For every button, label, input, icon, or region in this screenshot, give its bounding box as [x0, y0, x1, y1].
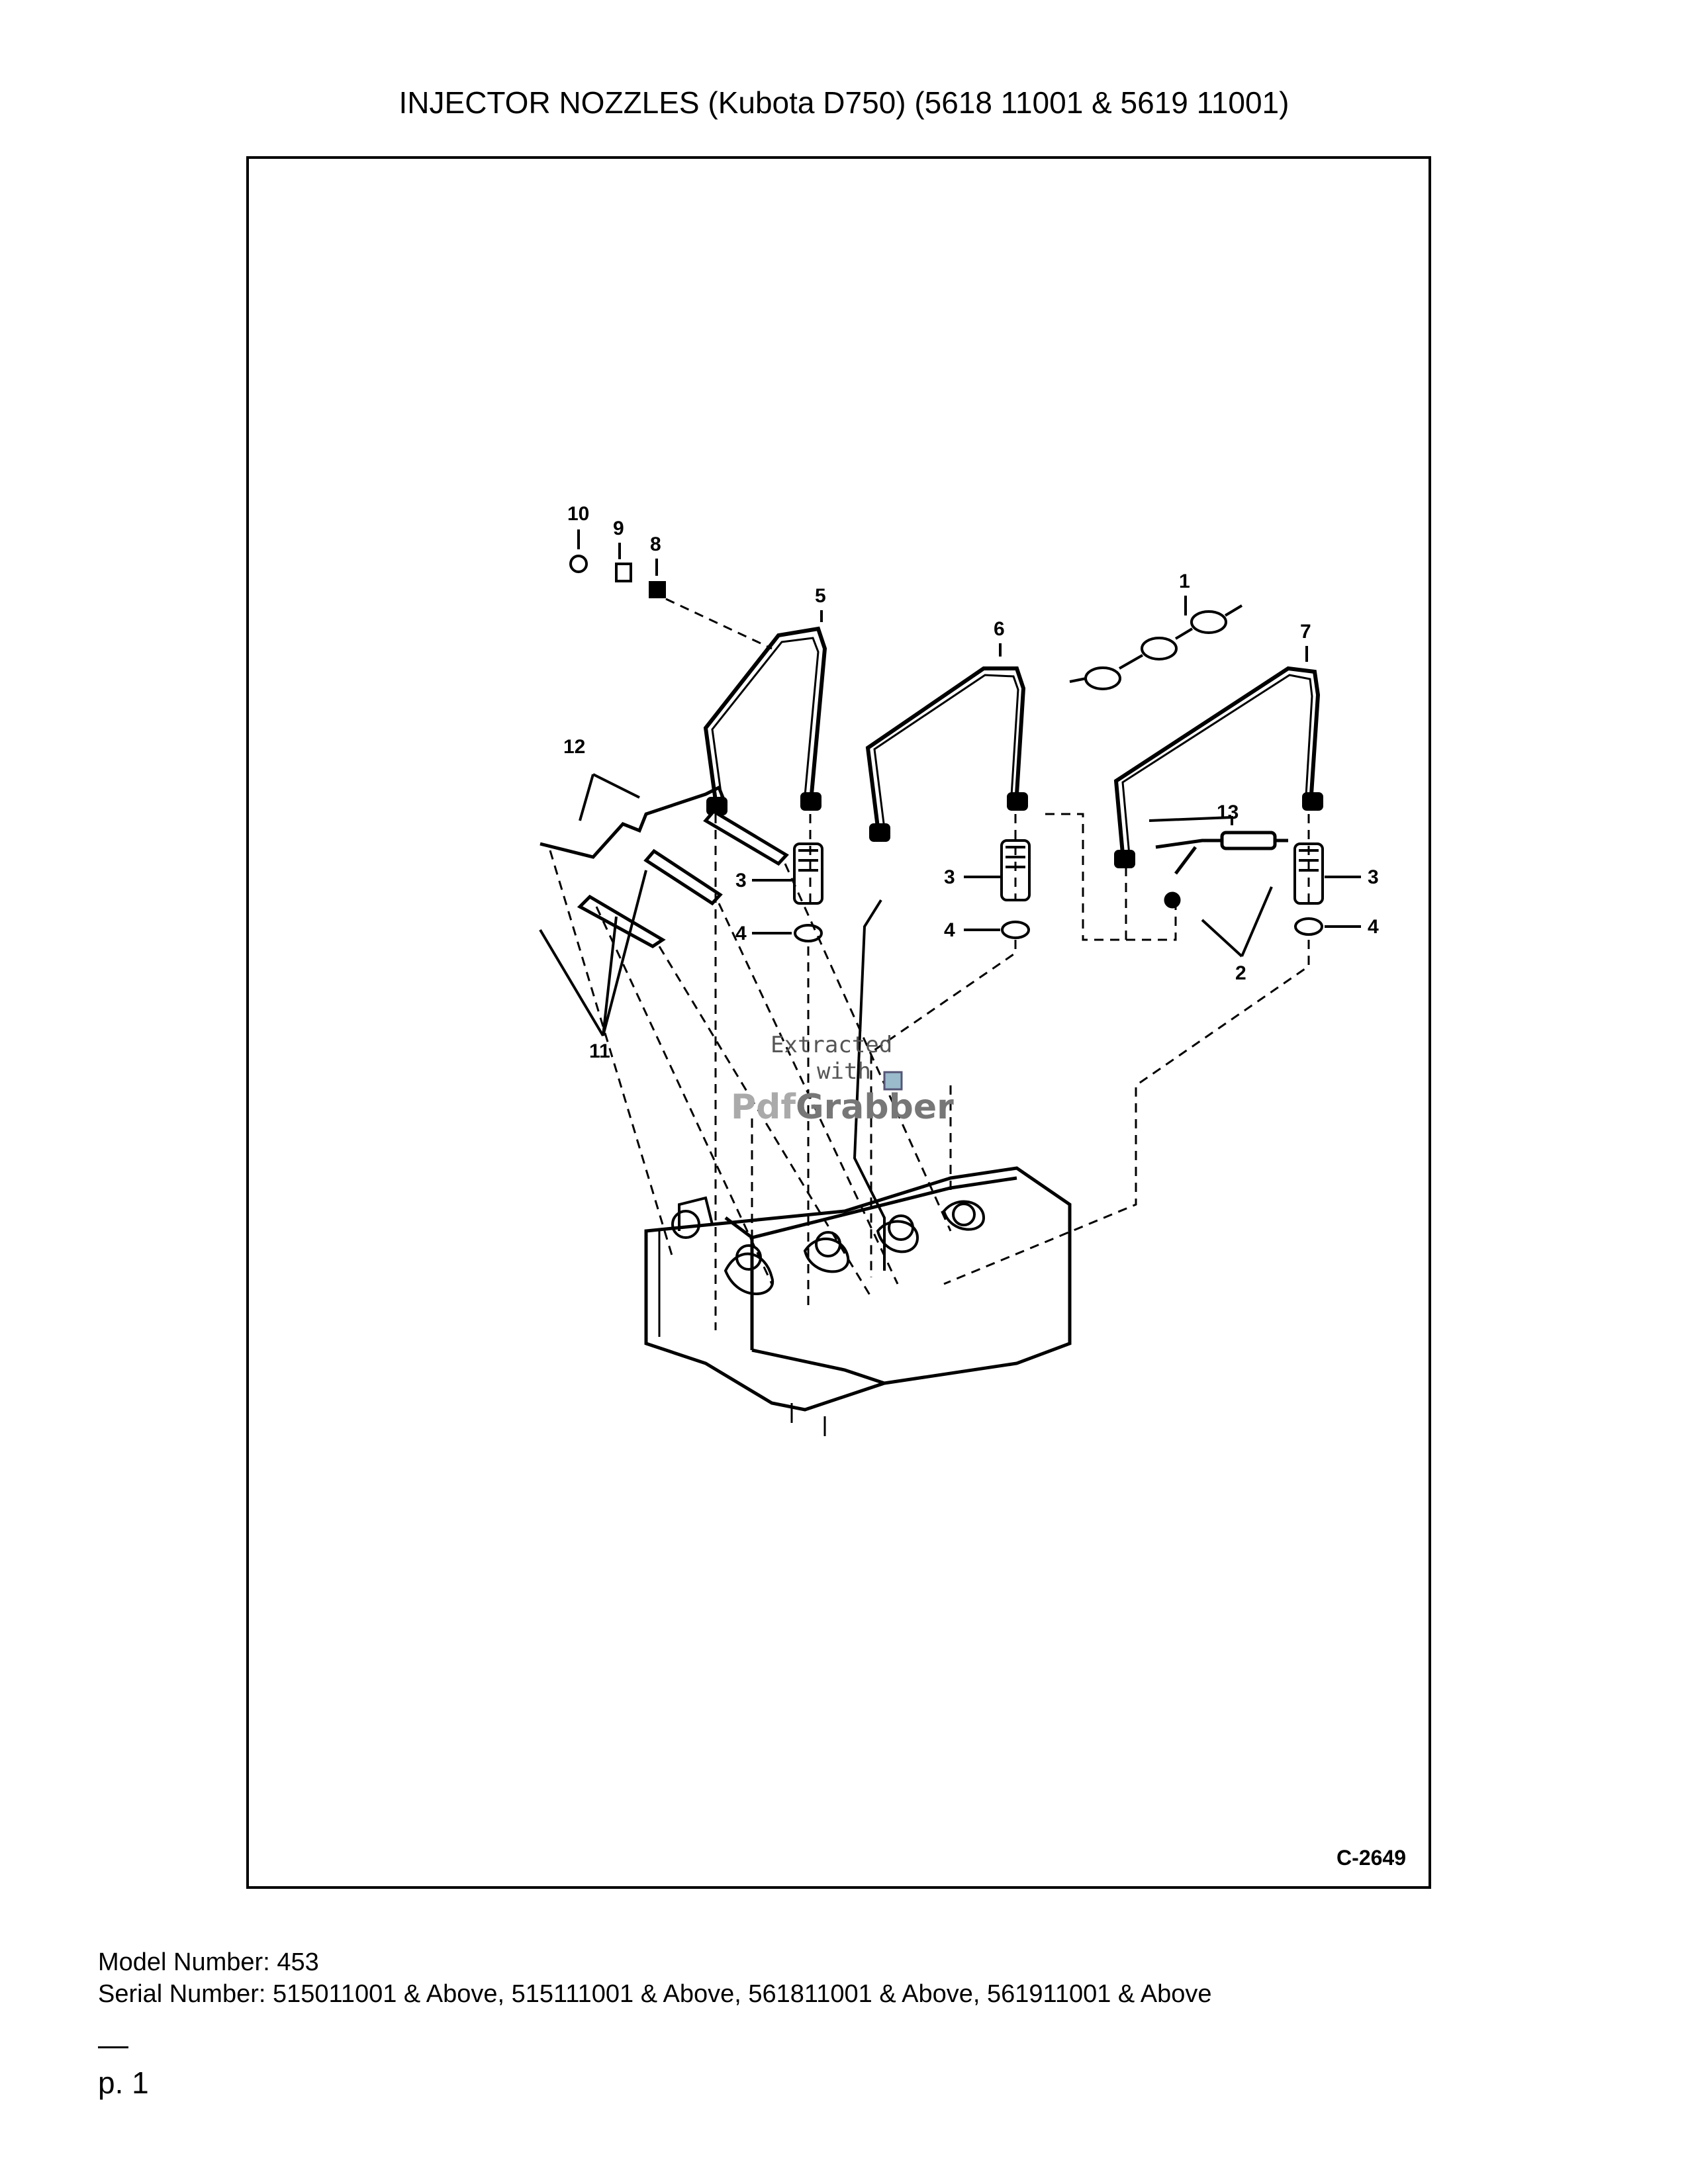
- glow-plugs: [577, 809, 789, 948]
- callout-11: 11: [589, 1040, 610, 1062]
- parts-diagram-frame: 10 9 8 5 6 1 7 12 3 4 3 4 3 4 13 2 11 Ex…: [246, 156, 1431, 1889]
- callout-7: 7: [1300, 621, 1311, 643]
- callout-2: 2: [1235, 962, 1246, 984]
- retaining-hardware: [569, 555, 666, 598]
- exploded-parts-diagram: 10 9 8 5 6 1 7 12 3 4 3 4 3 4 13 2 11 Ex…: [539, 503, 1379, 1436]
- watermark-brand-prefix: Pdf: [731, 1087, 796, 1127]
- page-rule: __: [98, 2046, 128, 2048]
- callout-13: 13: [1217, 801, 1239, 823]
- nozzle-holders: [793, 839, 1324, 942]
- callout-4-left: 4: [735, 923, 747, 944]
- page-number: p. 1: [98, 2066, 149, 2100]
- callout-4-center: 4: [944, 919, 955, 941]
- injection-pipes: [703, 626, 1321, 856]
- assembly-guide-lines: [549, 598, 1310, 1330]
- callout-3-left: 3: [735, 870, 747, 891]
- callout-5: 5: [815, 585, 826, 607]
- callout-leaders: [539, 529, 1361, 1037]
- leak-off-pipe: [1069, 604, 1243, 690]
- watermark-line-1: Extracted: [771, 1032, 892, 1058]
- dipstick-tube: [853, 899, 886, 1271]
- callout-12: 12: [563, 736, 585, 758]
- callout-4-right: 4: [1368, 916, 1379, 938]
- model-number: Model Number: 453: [98, 1948, 319, 1976]
- pipe-end-nuts: [706, 792, 1323, 868]
- callout-8: 8: [650, 533, 661, 555]
- cylinder-head-drawing: [644, 1166, 1072, 1436]
- callout-3-center: 3: [944, 866, 955, 888]
- callout-3-right: 3: [1368, 866, 1379, 888]
- callout-1: 1: [1179, 570, 1190, 592]
- watermark-logo-icon: [883, 1071, 903, 1091]
- watermark-line-2: with: [817, 1058, 871, 1085]
- serial-number: Serial Number: 515011001 & Above, 515111…: [98, 1980, 1212, 2008]
- callout-6: 6: [994, 618, 1005, 640]
- watermark-brand-suffix: Grabber: [796, 1087, 954, 1127]
- callout-10: 10: [567, 503, 589, 525]
- page-title: INJECTOR NOZZLES (Kubota D750) (5618 110…: [399, 85, 1289, 120]
- glow-plug-lead: [539, 785, 727, 859]
- watermark-brand: PdfGrabber: [731, 1087, 954, 1127]
- figure-code: C-2649: [1336, 1846, 1406, 1870]
- callout-9: 9: [613, 518, 624, 539]
